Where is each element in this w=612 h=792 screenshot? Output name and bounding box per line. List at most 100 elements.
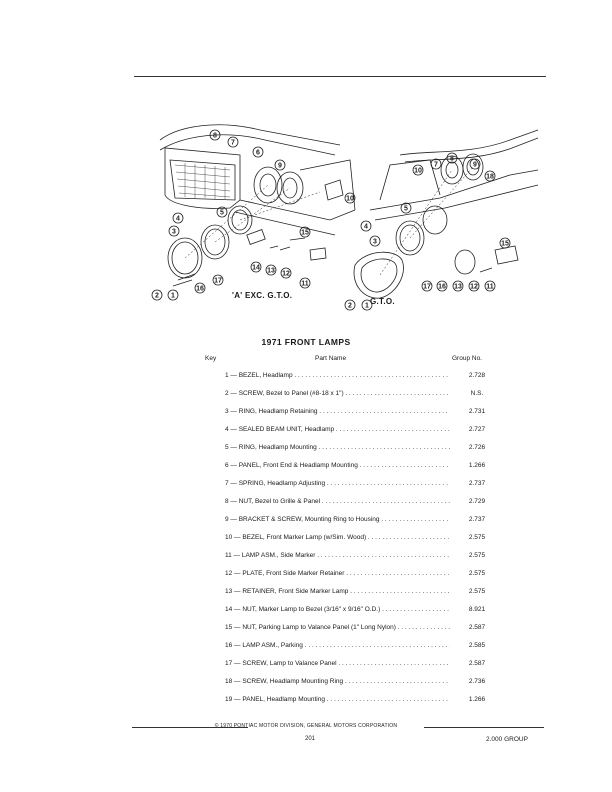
callout-label: 7: [434, 162, 438, 169]
callout-label: 12: [282, 271, 290, 278]
group-number: 2.585: [468, 642, 486, 649]
group-number: N.S.: [470, 390, 484, 397]
table-row: 9 — BRACKET & SCREW, Mounting Ring to Ho…: [225, 516, 495, 526]
header-key: Key: [205, 355, 217, 362]
callout-label: 9: [473, 162, 477, 169]
callout-marker: [151, 289, 163, 301]
group-label: 2.000 GROUP: [486, 736, 528, 743]
callout-marker: [452, 280, 464, 292]
callout-label: 12: [470, 284, 478, 291]
group-number: 2.575: [468, 552, 486, 559]
header-group-no: Group No.: [452, 355, 482, 362]
group-number: 2.587: [468, 624, 486, 631]
callout-label: 11: [486, 284, 494, 291]
part-description: 13 — RETAINER, Front Side Marker Lamp: [225, 588, 450, 595]
callout-marker: [468, 280, 480, 292]
callout-marker: [265, 264, 277, 276]
callout-label: 5: [404, 206, 408, 213]
callout-marker: [369, 235, 381, 247]
callout-label: 9: [278, 163, 282, 170]
table-row: 14 — NUT, Marker Lamp to Bezel (3/16" x …: [225, 606, 495, 616]
table-row: 3 — RING, Headlamp Retaining2.731: [225, 408, 495, 418]
left-grille: [174, 163, 231, 199]
caption-right: G.T.O.: [370, 297, 395, 306]
callout-marker: [412, 164, 424, 176]
footer-rule-right: [424, 727, 544, 728]
callout-marker: [216, 206, 228, 218]
callout-label: 13: [454, 284, 462, 291]
callout-marker: [168, 225, 180, 237]
table-row: 10 — BEZEL, Front Marker Lamp (w/Sim. Wo…: [225, 534, 495, 544]
exploded-view-illustration: 8 7 9 6 10 15 5 4 3 1 2 16 17 14 13 12 1…: [151, 124, 539, 311]
part-description: 17 — SCREW, Lamp to Valance Panel: [225, 660, 450, 667]
part-description: 10 — BEZEL, Front Marker Lamp (w/Sim. Wo…: [225, 534, 450, 541]
callout-label: 14: [252, 265, 260, 272]
callout-label: 16: [196, 286, 204, 293]
part-description: 1 — BEZEL, Headlamp: [225, 372, 450, 379]
table-row: 1 — BEZEL, Headlamp2.728: [225, 372, 495, 382]
callout-marker: [436, 280, 448, 292]
callout-label: 8: [213, 133, 217, 140]
callout-label: 1: [365, 303, 369, 310]
callout-marker: [344, 192, 356, 204]
table-row: 13 — RETAINER, Front Side Marker Lamp 2.5…: [225, 588, 495, 598]
table-row: 12 — PLATE, Front Side Marker Retainer2.…: [225, 570, 495, 580]
right-headlamp-housing: [440, 153, 484, 185]
left-car-body: [159, 124, 356, 236]
callout-marker: [209, 129, 221, 141]
callout-marker: [212, 274, 224, 286]
table-row: 15 — NUT, Parking Lamp to Valance Panel …: [225, 624, 495, 634]
table-row: 6 — PANEL, Front End & Headlamp Mounting…: [225, 462, 495, 472]
callout-marker: [361, 299, 373, 311]
callout-marker: [250, 261, 262, 273]
callout-label: 7: [231, 140, 235, 147]
group-number: 2.727: [468, 426, 486, 433]
callout-marker: [274, 159, 286, 171]
left-exploded-parts: [167, 179, 344, 287]
left-callouts: 8 7 9 6 10 15 5 4 3 1 2 16 17 14 13 12 1…: [151, 129, 356, 301]
part-description: 5 — RING, Headlamp Mounting: [225, 444, 450, 451]
left-headlamp-housing: [253, 166, 304, 205]
part-description: 2 — SCREW, Bezel to Panel (#8-18 x 1"): [225, 390, 450, 397]
right-exploded-parts: [353, 205, 519, 299]
callout-label: 11: [301, 281, 309, 288]
part-description: 12 — PLATE, Front Side Marker Retainer: [225, 570, 450, 577]
callout-label: 6: [256, 150, 260, 157]
copyright-notice: © 1970 PONTIAC MOTOR DIVISION, GENERAL M…: [214, 723, 398, 729]
group-number: 2.729: [468, 498, 486, 505]
top-rule: [134, 76, 546, 77]
part-description: 15 — NUT, Parking Lamp to Valance Panel …: [225, 624, 450, 631]
callout-label: 10: [346, 196, 354, 203]
table-row: 17 — SCREW, Lamp to Valance Panel2.587: [225, 660, 495, 670]
table-row: 19 — PANEL, Headlamp Mounting 1.266: [225, 696, 495, 706]
callout-marker: [360, 220, 372, 232]
page-number: 201: [304, 736, 315, 742]
group-number: 2.737: [468, 480, 486, 487]
callout-marker: [430, 158, 442, 170]
callout-marker: [344, 299, 356, 311]
callout-label: 15: [301, 230, 309, 237]
callout-label: 4: [364, 224, 368, 231]
caption-left: 'A' EXC. G.T.O.: [232, 291, 293, 300]
header-part-name: Part Name: [315, 355, 347, 362]
table-row: 5 — RING, Headlamp Mounting2.726: [225, 444, 495, 454]
callout-label: 2: [348, 303, 352, 310]
callout-marker: [172, 212, 184, 224]
callout-marker: [484, 170, 496, 182]
callout-label: 17: [214, 278, 222, 285]
part-description: 19 — PANEL, Headlamp Mounting: [225, 696, 450, 703]
part-description: 7 — SPRING, Headlamp Adjusting: [225, 480, 450, 487]
callout-marker: [446, 152, 458, 164]
group-number: 1.266: [468, 462, 486, 469]
part-description: 18 — SCREW, Headlamp Mounting Ring: [225, 678, 450, 685]
callout-label: 15: [501, 241, 509, 248]
part-description: 9 — BRACKET & SCREW, Mounting Ring to Ho…: [225, 516, 450, 523]
part-description: 8 — NUT, Bezel to Grille & Panel: [225, 498, 450, 505]
callout-marker: [400, 202, 412, 214]
right-leader-lines: [379, 166, 474, 276]
callout-label: 1: [171, 293, 175, 300]
group-number: 1.266: [468, 696, 486, 703]
callout-label: 3: [373, 239, 377, 246]
group-number: 2.575: [468, 588, 486, 595]
callout-marker: [469, 158, 481, 170]
